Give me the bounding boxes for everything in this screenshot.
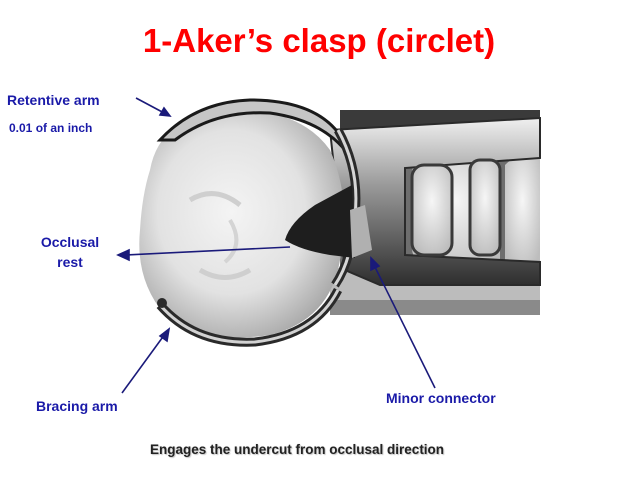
minor-connector-label: Minor connector	[386, 390, 496, 406]
bracing-arm-label: Bracing arm	[36, 398, 118, 414]
bracing-arm-arrow	[121, 333, 166, 394]
retentive-arm-label: Retentive arm	[7, 92, 100, 108]
abutment-tooth	[139, 109, 345, 338]
thickness-label: 0.01 of an inch	[9, 121, 93, 135]
occlusal-rest-label-line2: rest	[57, 254, 83, 270]
occlusal-rest-shape	[285, 185, 372, 258]
slide-title: 1-Aker’s clasp (circlet)	[142, 22, 496, 59]
occlusal-rest-arrowhead	[116, 248, 130, 262]
pointer-arrows	[116, 97, 436, 394]
occlusal-rest-arrow	[124, 246, 291, 256]
bracing-arm-arrowhead	[158, 327, 171, 343]
retentive-arm-arrowhead	[158, 106, 172, 117]
occlusal-rest-label-line1: Occlusal	[40, 234, 100, 250]
minor-connector-arrowhead	[370, 256, 381, 272]
minor-connector-arrow	[372, 262, 436, 389]
occlusal-rest-label: Occlusal rest	[25, 232, 115, 272]
retentive-arm-arrow	[135, 97, 167, 115]
major-connector-bar	[328, 116, 541, 286]
slide-caption: Engages the undercut from occlusal direc…	[150, 442, 445, 457]
